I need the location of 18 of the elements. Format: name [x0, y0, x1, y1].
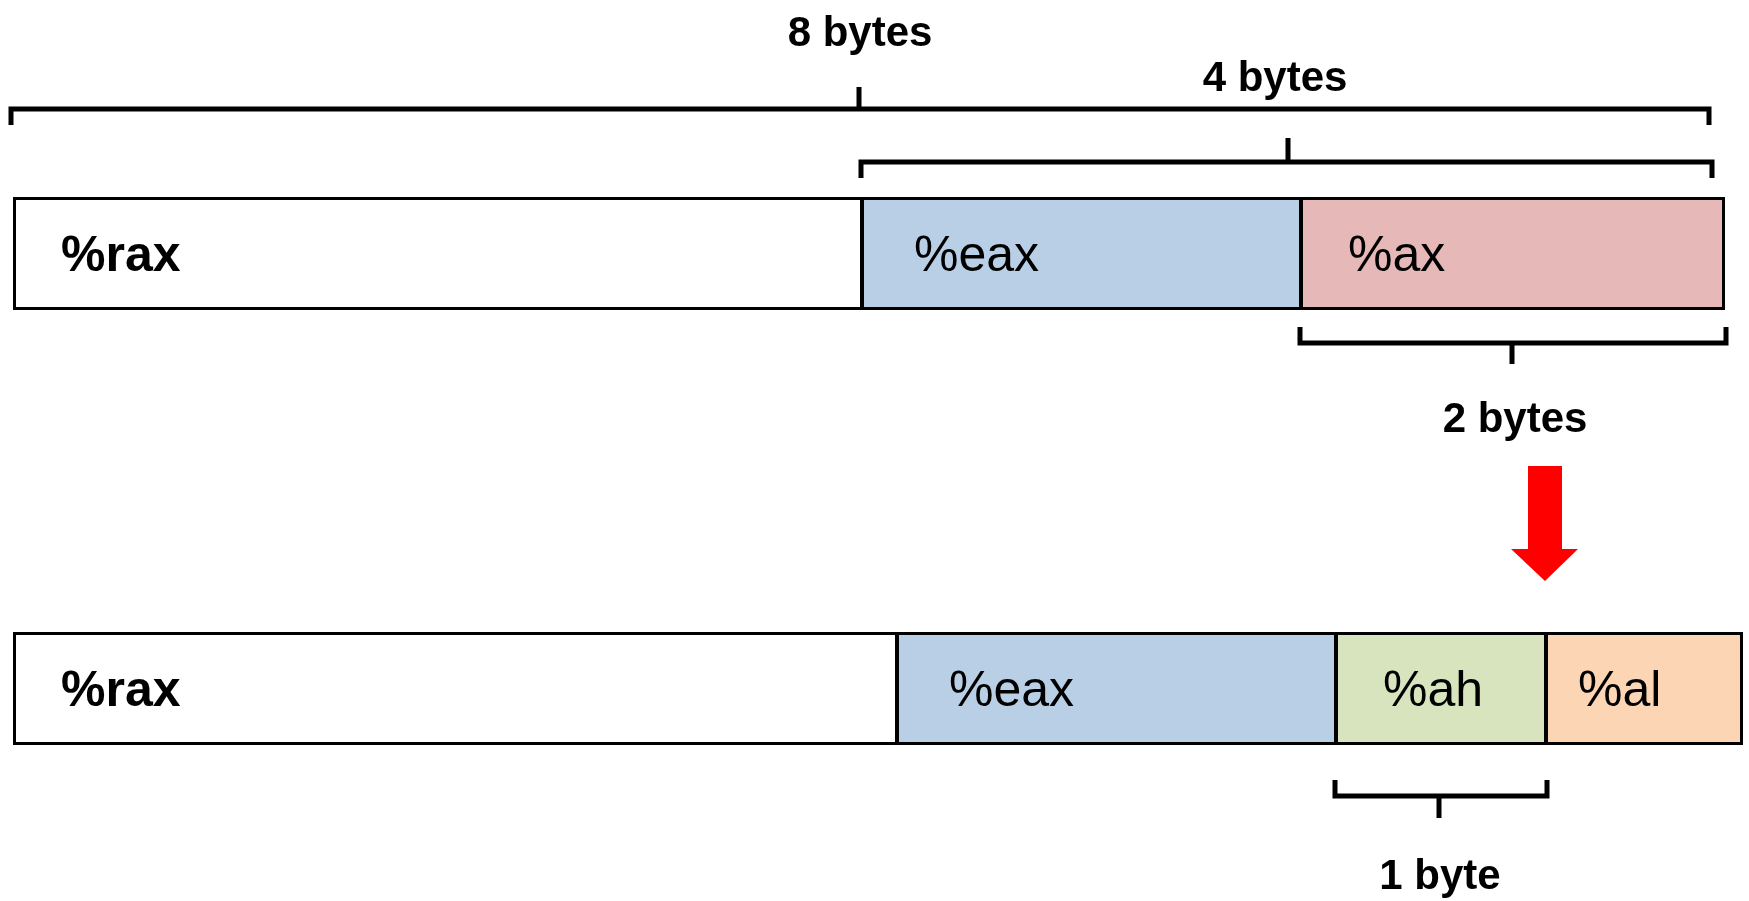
size-label: 4 bytes	[1202, 53, 1348, 101]
register-name: %ax	[1348, 224, 1446, 283]
register-segment	[861, 197, 1302, 310]
size-label: 1 byte	[1379, 851, 1501, 899]
register-name: %rax	[61, 659, 181, 718]
register-segment	[13, 632, 898, 745]
register-name: %rax	[61, 224, 181, 283]
register-name: %al	[1578, 659, 1662, 718]
register-name: %ah	[1383, 659, 1484, 718]
register-segment	[1545, 632, 1743, 745]
register-segment	[1335, 632, 1547, 745]
size-label: 8 bytes	[787, 8, 933, 56]
register-name: %eax	[914, 224, 1040, 283]
register-segment	[896, 632, 1337, 745]
register-segment	[1300, 197, 1725, 310]
size-label: 2 bytes	[1442, 394, 1588, 442]
register-name: %eax	[949, 659, 1075, 718]
register-segment	[13, 197, 863, 310]
